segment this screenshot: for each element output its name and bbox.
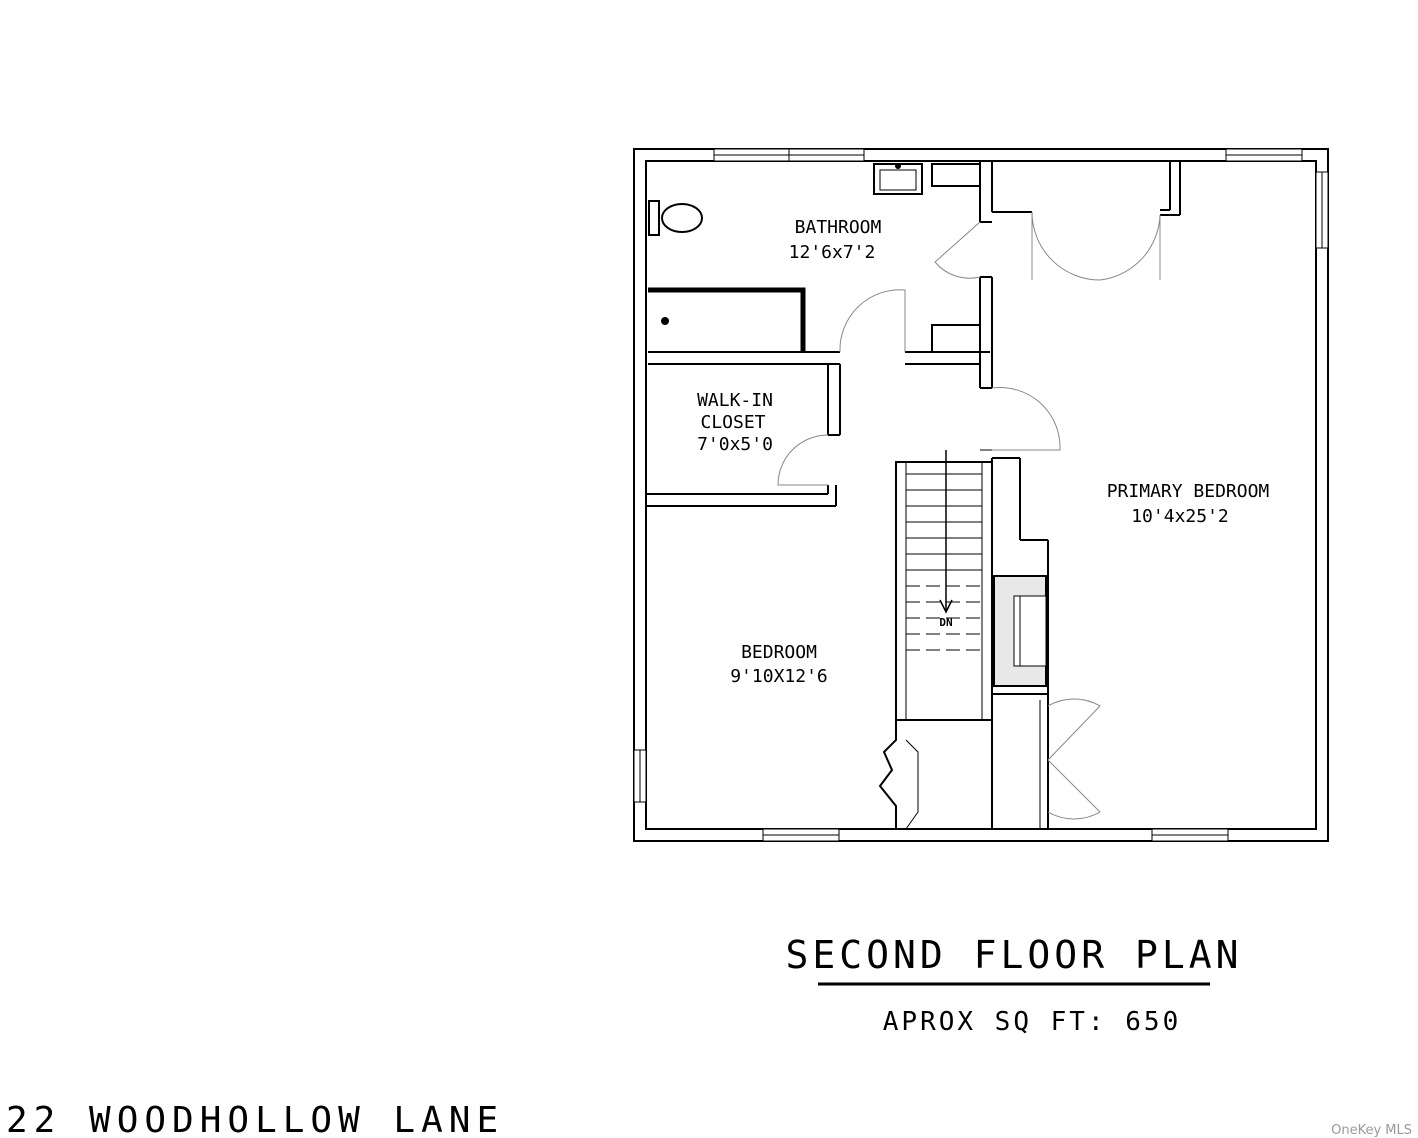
interior-walls — [646, 161, 1181, 829]
bathroom-dims: 12'6x7'2 — [789, 242, 876, 263]
closet-name-line2: CLOSET — [700, 412, 765, 433]
plan-title: SECOND FLOOR PLAN — [786, 933, 1243, 977]
primary-bedroom-name: PRIMARY BEDROOM — [1107, 481, 1270, 502]
closet-dims: 7'0x5'0 — [697, 434, 773, 455]
bedroom-name: BEDROOM — [741, 642, 817, 663]
stairs: DN — [906, 450, 982, 651]
doors — [777, 211, 1161, 820]
stairs-down-label: DN — [939, 616, 952, 629]
property-address: 22 WOODHOLLOW LANE — [6, 1100, 504, 1138]
primary-bedroom-dims: 10'4x25'2 — [1131, 506, 1229, 527]
fireplace — [993, 575, 1047, 687]
bathroom-name: BATHROOM — [795, 217, 882, 238]
square-footage: APROX SQ FT: 650 — [883, 1007, 1181, 1037]
watermark: OneKey MLS — [1331, 1123, 1412, 1138]
linen-closet — [878, 720, 919, 830]
windows — [633, 148, 1329, 842]
bedroom-dims: 9'10X12'6 — [730, 666, 828, 687]
closet-name-line1: WALK-IN — [697, 390, 773, 411]
